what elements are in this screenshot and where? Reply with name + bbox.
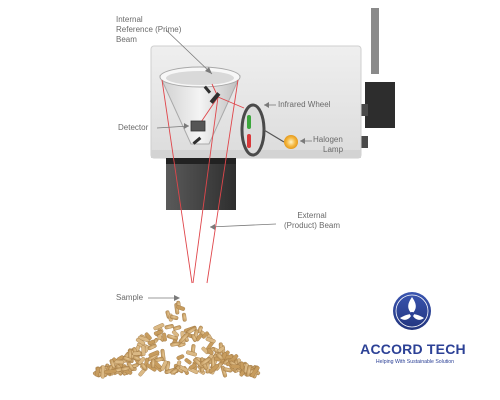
pellet [170, 341, 181, 347]
halogen-line1: Halogen [313, 135, 343, 144]
pellet [164, 324, 174, 330]
pointer-arrowheads [174, 67, 305, 301]
funnel-opening [166, 71, 234, 85]
accord-tech-logo-icon [393, 292, 431, 330]
pellet [94, 367, 101, 377]
pellet [186, 350, 197, 357]
pointer-lines [148, 29, 312, 299]
pellet [193, 358, 205, 369]
bracket-clip-upper [359, 104, 368, 116]
wheel-green-filter [247, 115, 251, 129]
label-external-beam: External (Product) Beam [272, 211, 352, 231]
pellet [230, 364, 241, 369]
pellet [153, 329, 163, 336]
pellet [169, 314, 179, 321]
pellet [208, 363, 220, 374]
lower-mirror [192, 136, 202, 145]
pellet [200, 356, 212, 366]
pellet [216, 353, 224, 361]
halogen-line2: Lamp [323, 145, 344, 154]
pellet [153, 323, 165, 331]
pellet [184, 358, 192, 365]
label-sample: Sample [116, 293, 144, 302]
pellet [201, 331, 210, 339]
pellet [223, 367, 233, 373]
infrared-wheel-icon [240, 103, 266, 157]
pellet [191, 334, 197, 343]
window-block-shadow [166, 158, 236, 164]
pellet [217, 346, 225, 353]
pellet [150, 358, 156, 369]
halogen-lamp-icon [284, 135, 298, 149]
pellet [137, 335, 150, 343]
sample-pellet-pile [92, 300, 261, 379]
bracket-clip-lower [359, 136, 368, 148]
pellet [135, 337, 146, 346]
wheel-axle [263, 129, 285, 143]
pellet [178, 332, 190, 343]
mounting-bracket [365, 82, 395, 128]
pellet [206, 348, 214, 355]
pellet [250, 365, 260, 378]
internal-reference-line2: Reference (Prime) [116, 25, 182, 34]
pellet [132, 355, 141, 362]
pellet [171, 330, 179, 338]
pellet [141, 345, 146, 356]
pellet [205, 337, 216, 344]
upper-mirror [203, 85, 212, 94]
pellet [122, 356, 132, 362]
internal-reference-line1: Internal [116, 15, 143, 24]
pellet [132, 351, 142, 356]
pellet [239, 361, 245, 370]
external-line2: (Product) Beam [283, 221, 341, 230]
pellet [147, 339, 156, 346]
internal-reference-line3: Beam [116, 35, 137, 44]
pellet [120, 365, 130, 372]
mounting-pole [371, 8, 379, 74]
pellet [170, 368, 179, 375]
pellet [189, 363, 197, 370]
logo-tagline: Helping With Sustainable Solution [375, 359, 455, 365]
pellet [147, 343, 157, 351]
prime-beam-mirror [209, 92, 221, 104]
label-detector: Detector [118, 123, 149, 132]
logo-wordmark: ACCORD TECH [360, 341, 466, 357]
pellet [181, 312, 187, 322]
logo-name-part2: TECH [426, 341, 466, 357]
label-infrared-wheel: Infrared Wheel [278, 100, 331, 109]
pellet [103, 369, 117, 375]
label-halogen-lamp: Halogen Lamp [313, 135, 343, 155]
label-internal-reference: Internal Reference (Prime) Beam [116, 15, 181, 45]
pellet [166, 334, 179, 341]
pellet [176, 354, 185, 361]
pellet [160, 360, 168, 371]
pellet [176, 305, 186, 311]
pellet [245, 365, 252, 377]
optical-window-block [166, 158, 236, 210]
external-line1: External [297, 211, 327, 220]
logo-name-part1: ACCORD [360, 341, 423, 357]
wheel-red-filter [247, 134, 251, 148]
detector-icon [190, 120, 206, 132]
pellet [162, 332, 167, 342]
pellet [114, 359, 125, 365]
pellet [140, 362, 148, 371]
pellet [197, 325, 203, 334]
pellet [148, 350, 160, 358]
pellet [173, 325, 182, 331]
pellet [144, 332, 152, 341]
